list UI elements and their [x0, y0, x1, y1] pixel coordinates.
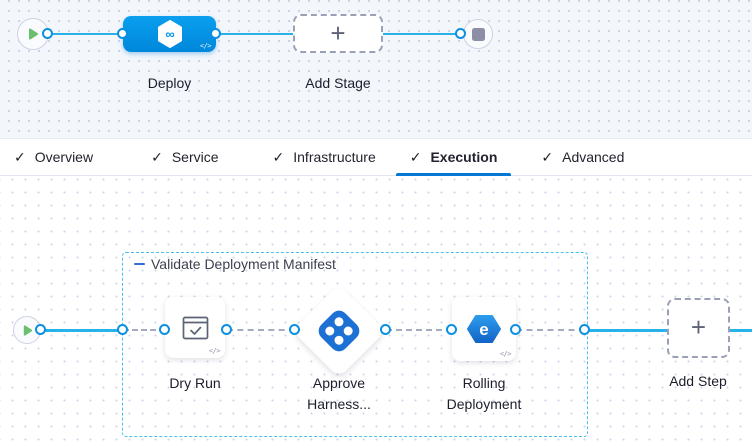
harness-approval-icon [314, 306, 364, 356]
collapse-dash-icon [134, 262, 145, 266]
step-connector-dashed-line [386, 329, 452, 331]
connector-port[interactable] [42, 28, 53, 39]
connector-port[interactable] [210, 28, 221, 39]
connector-port[interactable] [35, 324, 46, 335]
tab-label: Infrastructure [293, 149, 376, 165]
check-icon: ✓ [151, 148, 163, 165]
tab-label: Overview [34, 149, 94, 165]
stage-connector-line [48, 33, 461, 35]
stage-node-deploy[interactable]: ∞ </> [123, 16, 216, 52]
step-connector-line [730, 329, 752, 332]
stage-pipeline-canvas: ∞ </> + Deploy Add Stage [0, 0, 752, 138]
stop-icon [471, 27, 485, 41]
yaml-code-badge: </> [499, 350, 512, 358]
step-connector-line [41, 329, 123, 332]
add-step-label: Add Step [669, 373, 727, 389]
step-connector-line [585, 329, 667, 332]
add-stage-button[interactable]: + [293, 14, 383, 53]
tab-infrastructure[interactable]: ✓ Infrastructure [259, 139, 390, 175]
step-connector-dashed-line [516, 329, 585, 331]
step-connector-dashed-line [123, 329, 165, 331]
connector-port[interactable] [579, 324, 590, 335]
rolling-glyph: e [479, 320, 488, 339]
cd-hexagon-icon: ∞ [157, 20, 182, 48]
connector-port[interactable] [159, 324, 170, 335]
stage-config-tabbar: ✓ Overview ✓ Service ✓ Infrastructure ✓ … [0, 138, 752, 176]
step-group-label[interactable]: Validate Deployment Manifest [134, 256, 336, 272]
step-group-label-text: Validate Deployment Manifest [151, 256, 336, 272]
step-node-rolling-deployment[interactable]: e </> [452, 297, 516, 361]
check-icon: ✓ [541, 148, 554, 165]
tab-overview[interactable]: ✓ Overview [0, 139, 107, 175]
pipeline-end-node [463, 19, 493, 49]
tab-execution[interactable]: ✓ Execution [395, 139, 512, 176]
step-label-rolling-deployment: Rolling Deployment [446, 375, 522, 412]
check-icon: ✓ [409, 148, 422, 165]
add-stage-label: Add Stage [305, 75, 371, 91]
step-node-dry-run[interactable]: </> [165, 297, 225, 358]
tab-service[interactable]: ✓ Service [137, 139, 232, 175]
rolling-deployment-icon: e [467, 315, 501, 343]
step-group-validate-deployment-manifest[interactable] [122, 252, 588, 437]
add-step-button[interactable]: + [667, 298, 730, 358]
play-icon [29, 28, 38, 40]
step-label-dry-run: Dry Run [169, 375, 221, 391]
play-icon [23, 324, 32, 336]
tab-label: Execution [430, 149, 498, 165]
window-check-icon [182, 316, 208, 339]
yaml-code-badge: </> [199, 42, 212, 50]
connector-port[interactable] [117, 324, 128, 335]
connector-port[interactable] [446, 324, 457, 335]
tab-label: Advanced [562, 149, 625, 165]
connector-port[interactable] [117, 28, 128, 39]
connector-port[interactable] [289, 324, 300, 335]
step-label-approve-harness: Approve Harness... [307, 375, 371, 412]
step-connector-dashed-line [227, 329, 295, 331]
connector-port[interactable] [455, 28, 466, 39]
tab-advanced[interactable]: ✓ Advanced [527, 139, 638, 175]
infinity-glyph: ∞ [165, 27, 174, 42]
check-icon: ✓ [272, 148, 285, 165]
yaml-code-badge: </> [208, 347, 221, 355]
tab-label: Service [171, 149, 219, 165]
execution-canvas: Validate Deployment Manifest </> [0, 177, 752, 448]
connector-port[interactable] [510, 324, 521, 335]
check-icon: ✓ [14, 148, 26, 165]
connector-port[interactable] [221, 324, 232, 335]
connector-port[interactable] [380, 324, 391, 335]
active-tab-underline [395, 173, 512, 176]
stage-label-deploy: Deploy [147, 75, 192, 91]
